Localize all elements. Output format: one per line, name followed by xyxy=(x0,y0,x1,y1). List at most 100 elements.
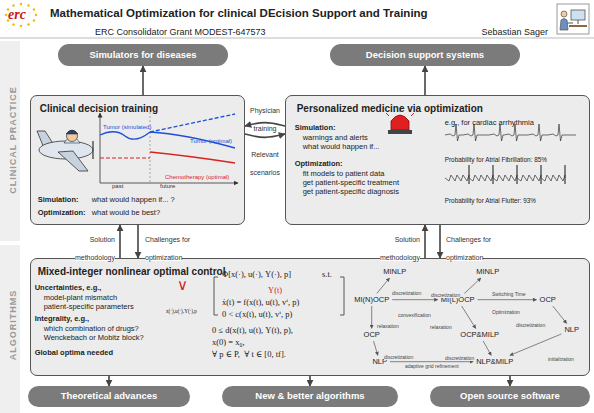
text-slot: x(·),u(·),Υ(·),p xyxy=(166,299,197,317)
text-slot: discretization xyxy=(392,281,432,299)
reduction-arrow xyxy=(371,306,372,328)
panel-text: which combination of drugs? xyxy=(44,324,139,333)
formula-text: ∀ p ∈ P, ∀ t ∈ [0, tf]. xyxy=(212,349,286,359)
text-slot: Simulation: xyxy=(38,188,79,206)
problem-class: MINLP xyxy=(474,266,501,277)
text-slot: 0 ≤ d(x(t), u(t), Υ(t), p), xyxy=(212,319,293,337)
panel-text: get patient-specific treatment xyxy=(303,178,399,187)
section-band xyxy=(0,245,20,413)
edge-label: relaxation xyxy=(430,324,452,330)
flow-arrow xyxy=(119,225,121,258)
formula-text: x(0) = x₀, xyxy=(212,337,245,347)
tumor-plot xyxy=(100,113,101,183)
panel-text: Wenckebach or Mobitz block? xyxy=(44,333,144,342)
user-icon xyxy=(560,19,568,31)
edge-label: relaxation xyxy=(377,323,399,329)
problem-class: OCP xyxy=(362,329,382,340)
text-slot: Switching Time Optimization xyxy=(492,282,540,319)
text-slot: convexification xyxy=(398,303,442,321)
text-slot: relaxation xyxy=(430,315,460,333)
node-text: Theoretical advances xyxy=(61,391,158,402)
edge-label: convexification xyxy=(398,312,431,318)
text-slot: Probability for Atrial Fibrillation: 85% xyxy=(445,148,547,166)
panel-text: Optimization: xyxy=(295,159,343,168)
panel-text: Uncertainties, e.g., xyxy=(35,283,102,292)
text-slot: Chemotherapy (optimal) xyxy=(165,165,229,183)
header-text: erc xyxy=(8,7,26,22)
tumor-plot xyxy=(150,112,151,183)
user-icon xyxy=(569,25,587,27)
panel-text: Probability for Atrial Fibrillation: 85% xyxy=(445,156,547,163)
panel-text: Optimization: xyxy=(38,208,86,217)
text-slot: Tumor (simulated) xyxy=(103,115,151,133)
text-slot: Probability for Atrial Flutter: 93% xyxy=(445,189,536,207)
node-text: MINLP xyxy=(383,266,406,275)
panel-text: get patient-specific diagnosis xyxy=(303,187,399,196)
node-text: OCP&MILP xyxy=(460,329,499,338)
header-text: Sebastian Sager xyxy=(481,27,548,37)
panel-text: e.g., for cardiac arrhythmia xyxy=(445,118,534,127)
text-slot: Tumor (optimal) xyxy=(190,129,232,147)
formula-text: 0 < c(x(t), u(t), vⁱ, p) xyxy=(222,309,292,319)
outcome-pill: New & better algorithms xyxy=(222,386,398,407)
text-slot: ERC Consolidator Grant MODEST-647573 xyxy=(95,21,266,39)
text-slot: Optimization: xyxy=(295,152,343,170)
tumor-plot xyxy=(150,152,235,163)
text-slot: Sebastian Sager xyxy=(481,21,548,39)
erc-logo xyxy=(12,23,14,25)
pilot-plane xyxy=(67,131,78,142)
text-slot: ALGORITHMS xyxy=(2,290,20,361)
outcome-pill: Open source software xyxy=(430,386,590,407)
reduction-arrow xyxy=(377,278,390,293)
pilot-plane xyxy=(92,141,93,159)
erc-logo xyxy=(5,14,7,16)
reduction-arrow xyxy=(478,299,537,300)
plot-label: Tumor (simulated) xyxy=(103,124,151,130)
node-text: Simulators for diseases xyxy=(89,50,196,61)
text-slot: discretization xyxy=(431,283,467,301)
text-slot: Global optima needed xyxy=(35,341,113,359)
problem-class: NLP&MILP xyxy=(474,356,515,367)
text-slot: what would happen if... ? xyxy=(92,188,175,206)
reduction-arrow xyxy=(392,299,438,300)
tumor-plot xyxy=(100,157,150,158)
text-slot: initialization xyxy=(548,347,584,365)
text-slot: discretization xyxy=(445,346,483,364)
node-text: Open source software xyxy=(460,391,560,402)
text-slot: discretization xyxy=(384,345,424,363)
erc-logo xyxy=(5,3,37,27)
text-slot: Uncertainties, e.g., xyxy=(35,276,102,294)
panel-fill xyxy=(30,258,590,376)
formula-text: Φ[x(·), u(·), Υ(·), p] xyxy=(222,269,291,279)
erc-logo xyxy=(20,25,22,27)
node-text: OCP xyxy=(540,294,556,303)
edge-label: adaptive grid refinement xyxy=(405,363,459,369)
reduction-arrow xyxy=(483,341,491,355)
problem-class: NLP xyxy=(562,324,581,335)
formula-text: x(·),u(·),Υ(·),p xyxy=(166,308,197,314)
text-slot: Clinical decision training xyxy=(40,98,158,116)
panel-text: Global optima needed xyxy=(35,348,113,357)
ecg-traces xyxy=(445,165,565,184)
edge-label: discretization xyxy=(445,355,474,361)
user-icon xyxy=(557,4,589,34)
text-slot: Mathematical Optimization for clinical D… xyxy=(50,3,428,21)
formula-bracket xyxy=(214,277,218,315)
plot-label: Tumor (optimal) xyxy=(190,138,232,144)
section-panel: Clinical decision trainingSimulation: wha… xyxy=(30,95,245,225)
text-slot: Φ[x(·), u(·), Υ(·), p] xyxy=(222,263,291,281)
edge-label: discretization xyxy=(516,322,545,328)
text-slot: Personalized medicine via optimization xyxy=(297,98,483,116)
panel-text: Probability for Atrial Flutter: 93% xyxy=(445,197,536,204)
formula-bracket xyxy=(340,277,344,315)
node-text: MINLP xyxy=(476,266,499,275)
flow-arrow xyxy=(309,376,311,386)
edge-label: initialization xyxy=(548,356,574,362)
flow-arrow xyxy=(509,376,511,386)
panel-heading: Mixed-integer nonlinear optimal control xyxy=(38,266,226,277)
header-rule xyxy=(0,38,594,39)
flow-arrow xyxy=(424,225,426,258)
text-slot: Challenges for optimization xyxy=(446,228,508,265)
flow-arrow xyxy=(137,225,139,258)
pilot-plane xyxy=(58,151,88,171)
